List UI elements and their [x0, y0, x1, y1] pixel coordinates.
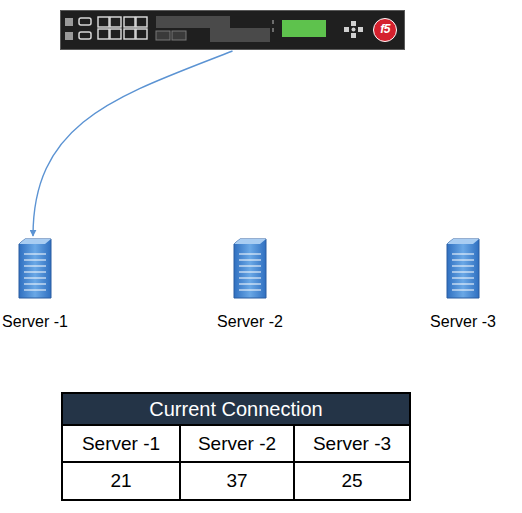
table-cell: Server -2 [180, 425, 294, 462]
table-rule [293, 425, 295, 500]
lcd-display [282, 20, 326, 37]
server-icon [232, 238, 268, 300]
appliance-port [79, 32, 91, 39]
appliance-port [65, 32, 73, 40]
server-node: Server -2 [205, 238, 295, 338]
server-icon [445, 238, 481, 300]
appliance-slot [156, 31, 170, 40]
server-line [452, 290, 474, 291]
server-line [239, 254, 261, 255]
appliance-panel [210, 28, 270, 42]
server-lines [24, 254, 46, 290]
appliance-illustration [60, 10, 405, 50]
appliance-slot [172, 31, 186, 40]
server-line [452, 260, 474, 261]
server-line [239, 278, 261, 279]
nav-button [358, 27, 363, 32]
flow-arrow [33, 51, 233, 236]
table-border [62, 393, 410, 500]
table-cell: Server -3 [294, 425, 410, 462]
nav-button [352, 28, 356, 32]
appliance-led [273, 28, 274, 32]
server-lines [452, 254, 474, 290]
appliance-led [273, 20, 274, 24]
table-rule [179, 425, 181, 500]
nav-button [351, 33, 356, 38]
server-icon [17, 238, 53, 300]
appliance-port [124, 29, 135, 39]
table-header: Current Connection [62, 393, 410, 425]
nav-buttons [344, 21, 363, 38]
table-cell: 37 [180, 462, 294, 500]
appliance-port [79, 18, 91, 25]
load-balancer: f5 [60, 10, 405, 50]
server-line [452, 254, 474, 255]
table-rule [62, 461, 410, 463]
ethernet-ports [98, 17, 147, 39]
table-rule [62, 424, 410, 426]
appliance-port [136, 29, 147, 39]
server-line [239, 266, 261, 267]
server-label: Server -2 [205, 312, 295, 332]
nav-button [344, 27, 349, 32]
server-node: Server -3 [418, 238, 508, 338]
server-label: Server -1 [0, 312, 80, 332]
server-line [239, 284, 261, 285]
appliance-port [136, 17, 147, 27]
server-lines [239, 254, 261, 290]
server-label: Server -3 [418, 312, 508, 332]
table-cell: Server -1 [62, 425, 180, 462]
server-line [24, 266, 46, 267]
server-line [24, 272, 46, 273]
vendor-logo: f5 [373, 18, 397, 42]
appliance-panel [156, 16, 230, 28]
server-body [234, 239, 266, 298]
server-top [447, 239, 479, 244]
appliance-port [110, 29, 121, 39]
server-line [24, 284, 46, 285]
server-line [452, 278, 474, 279]
server-line [24, 254, 46, 255]
server-line [24, 290, 46, 291]
server-top [234, 239, 266, 244]
server-line [239, 272, 261, 273]
appliance-port [65, 18, 73, 26]
table-cell: 21 [62, 462, 180, 500]
table-header-fill [62, 393, 410, 425]
server-line [452, 284, 474, 285]
server-top [19, 239, 51, 244]
server-body [19, 239, 51, 298]
server-line [452, 272, 474, 273]
nav-button [351, 21, 356, 26]
appliance-body [61, 11, 405, 50]
server-line [24, 260, 46, 261]
appliance-port [98, 29, 109, 39]
server-line [239, 290, 261, 291]
server-body [447, 239, 479, 298]
server-line [24, 278, 46, 279]
server-line [239, 260, 261, 261]
server-node: Server -1 [0, 238, 80, 338]
appliance-port [98, 17, 109, 27]
table-cell: 25 [294, 462, 410, 500]
appliance-port [110, 17, 121, 27]
appliance-port [124, 17, 135, 27]
server-line [452, 266, 474, 267]
